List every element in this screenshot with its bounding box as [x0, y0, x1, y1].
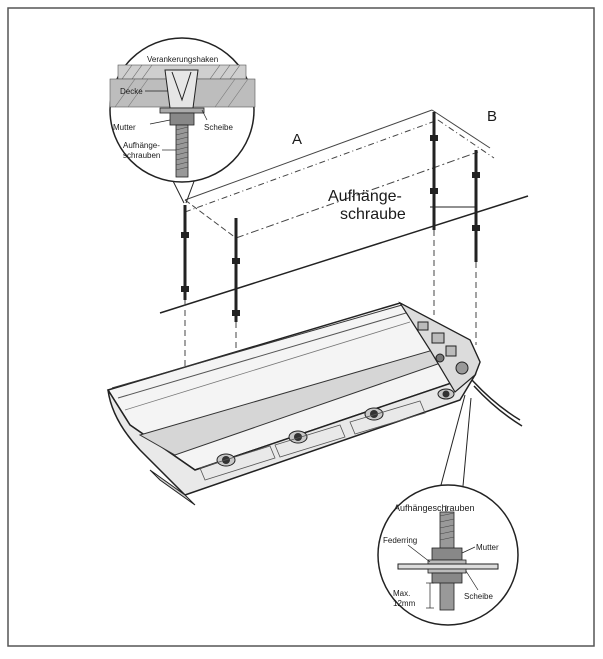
dimension-lines	[184, 109, 495, 239]
label-dimension-a: A	[292, 131, 302, 148]
label-spring-washer: Federring	[383, 536, 417, 545]
label-suspension-bolt-line1: Aufhänge-	[328, 188, 402, 205]
label-bolts-line1: Aufhänge-	[123, 141, 160, 150]
suspension-bolt-3	[430, 112, 438, 315]
reference-plane-line	[159, 195, 529, 314]
label-nut: Mutter	[113, 123, 136, 132]
indoor-unit	[106, 301, 523, 506]
suspension-bolt-2	[232, 218, 240, 350]
suspension-bolt-4	[472, 150, 480, 345]
detail-bottom: Aufhängeschrauben Federring Mutter Max. …	[377, 394, 519, 626]
label-suspension-bolts: Aufhängeschrauben	[394, 503, 475, 513]
label-suspension-bolt-line2: schraube	[340, 206, 406, 223]
label-anchor-hook: Verankerungshaken	[147, 55, 218, 64]
label-bolts-line2: schrauben	[123, 151, 160, 160]
label-ceiling: Decke	[120, 87, 143, 96]
suspension-bolt-1	[181, 205, 189, 372]
label-max-line1: Max.	[393, 589, 410, 598]
label-dimension-b: B	[487, 108, 497, 125]
label-bottom-washer: Scheibe	[464, 592, 493, 601]
label-max-line2: 12mm	[393, 599, 416, 608]
label-bottom-nut: Mutter	[476, 543, 499, 552]
label-washer: Scheibe	[204, 123, 233, 132]
detail-top: Verankerungshaken Decke Mutter Scheibe A…	[109, 37, 256, 204]
